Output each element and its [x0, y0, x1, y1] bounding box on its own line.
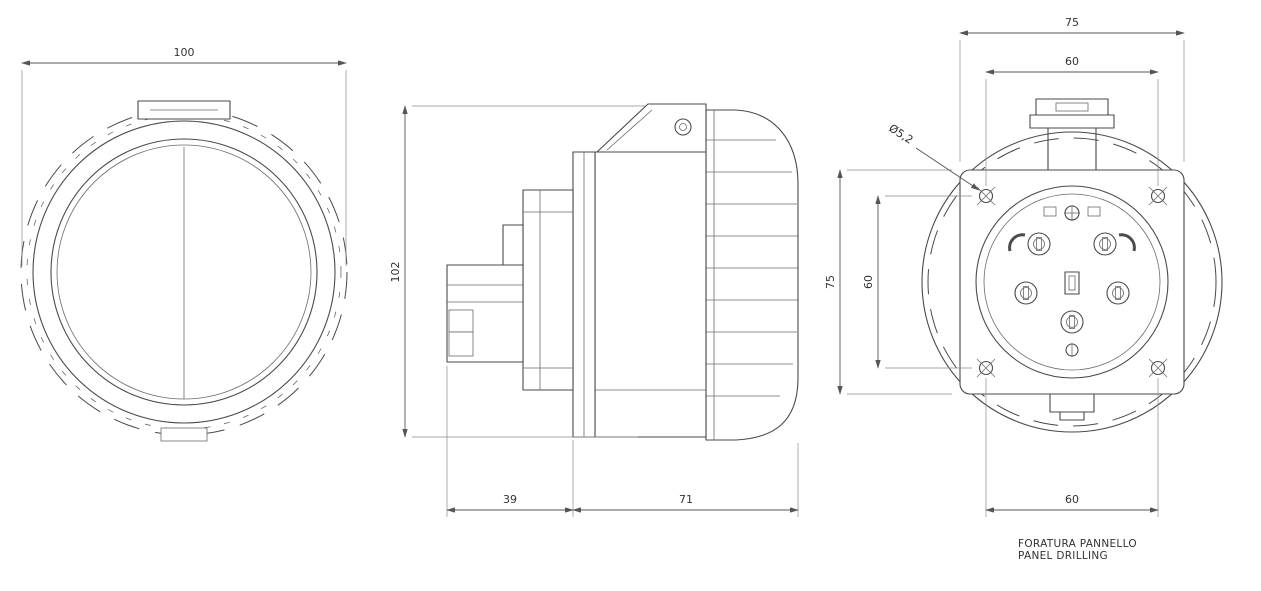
dim-rear-flange-width: 75 [959, 16, 1185, 162]
caption-line1: FORATURA PANNELLO [1018, 538, 1137, 550]
front-bottom-tab [160, 427, 208, 442]
dim-rear-flange-height: 75 [824, 169, 952, 395]
dim-side-rear-depth: 39 [446, 366, 574, 517]
side-terminal-box [446, 264, 524, 363]
socket-contact-upper-left [1027, 232, 1051, 256]
hole-diameter-label: Ø5,2 [886, 122, 915, 147]
dim-side-front-depth: 71 [572, 443, 799, 517]
dim-side-height: 102 [389, 105, 645, 438]
rear-top-latch [1029, 98, 1115, 170]
dim-side-rear-depth-label: 39 [503, 493, 517, 506]
front-top-tab [137, 100, 231, 120]
keyway-detail-right [1087, 206, 1101, 217]
socket-contact-upper-right [1093, 232, 1117, 256]
mounting-hole-bottom-right [1148, 358, 1168, 378]
dim-rear-hole-spacing-top: 60 [985, 55, 1159, 186]
dim-rear-hole-spacing-bottom-label: 60 [1065, 493, 1079, 506]
rear-mounting-flange [959, 169, 1185, 395]
dim-rear-hole-spacing-left-label: 60 [862, 275, 875, 289]
caption-line2: PANEL DRILLING [1018, 550, 1108, 562]
rear-body-ring [921, 131, 1223, 433]
rear-contacts [1008, 205, 1136, 357]
dim-front-diameter-label: 100 [174, 46, 195, 59]
keyway-detail-left [1043, 206, 1057, 217]
assembly-screw-top [1064, 205, 1080, 221]
socket-contact-left [1014, 281, 1038, 305]
dim-side-height-label: 102 [389, 262, 402, 283]
front-lid [50, 138, 318, 406]
mounting-hole-top-right [1148, 186, 1168, 206]
side-housing [594, 151, 707, 438]
dim-rear-hole-spacing-bottom: 60 [985, 378, 1159, 517]
socket-contact-right [1106, 281, 1130, 305]
rear-bottom-tab [1049, 393, 1095, 421]
crescent-key-left [1008, 233, 1026, 252]
mounting-hole-top-left [976, 186, 996, 206]
side-step [502, 224, 524, 269]
dim-rear-hole-spacing-top-label: 60 [1065, 55, 1079, 68]
dim-rear-flange-width-label: 75 [1065, 16, 1079, 29]
side-rear-body [522, 189, 574, 391]
center-keyway [1064, 271, 1080, 295]
side-view: 102 39 71 [389, 103, 799, 517]
side-hinge-cap [596, 103, 707, 153]
dim-rear-flange-height-label: 75 [824, 275, 837, 289]
rear-socket-recess [975, 185, 1169, 379]
mounting-hole-bottom-left [976, 358, 996, 378]
crescent-key-right [1118, 233, 1136, 252]
side-ribbed-cover [705, 109, 799, 441]
hinge-pin [674, 118, 692, 136]
dim-front-diameter: 100 [21, 46, 347, 266]
dim-side-front-depth-label: 71 [679, 493, 693, 506]
side-flange [572, 151, 596, 438]
assembly-screw-bottom [1065, 343, 1079, 357]
rear-view: 75 60 75 60 60 [824, 16, 1223, 562]
dim-rear-hole-spacing-left: 60 [862, 195, 972, 369]
panel-drilling-caption: FORATURA PANNELLO PANEL DRILLING [1018, 538, 1137, 562]
socket-contact-bottom [1060, 310, 1084, 334]
front-notched-ring [20, 108, 348, 436]
front-view: 100 [20, 46, 348, 442]
